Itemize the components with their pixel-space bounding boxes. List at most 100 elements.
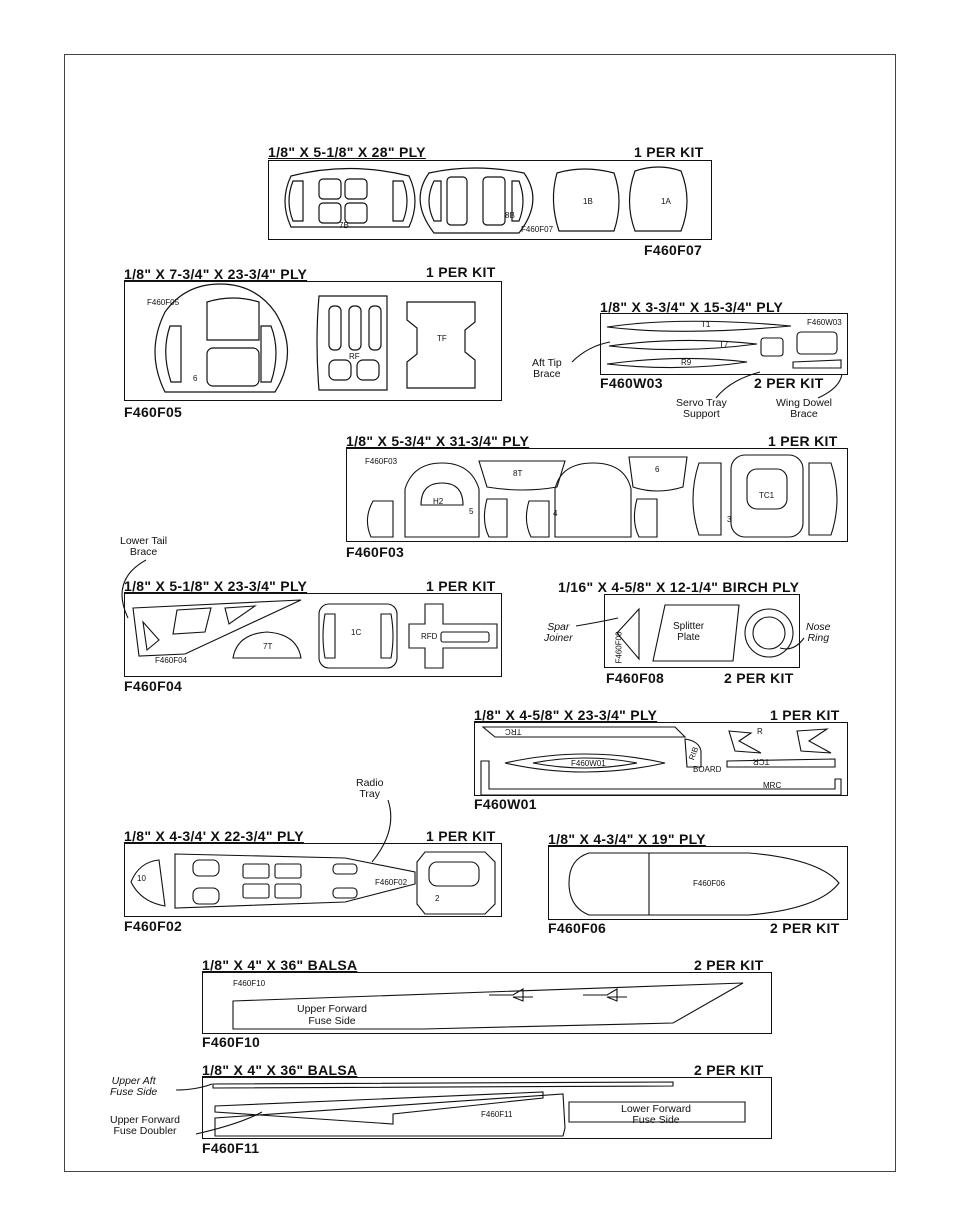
note-aft-tip-brace: Aft Tip Brace xyxy=(532,357,562,380)
part-lower-forward-fuse-side-label: Lower Forward Fuse Side xyxy=(621,1103,692,1126)
sheet-f11: F460F11 Lower Forward Fuse Side xyxy=(202,1077,772,1139)
part-t1-label: T1 xyxy=(701,320,711,329)
sheet-f02-spec: 1/8" X 4-3/4' X 22-3/4" PLY xyxy=(124,828,304,844)
part-board-label: BOARD xyxy=(693,765,722,774)
sheet-f11-qty: 2 PER KIT xyxy=(694,1062,764,1078)
part-tc1-label: TC1 xyxy=(759,491,775,500)
sheet-f05-parts xyxy=(125,282,503,402)
note-lower-tail-brace: Lower Tail Brace xyxy=(120,535,168,558)
sheet-w01-code: F460W01 xyxy=(474,796,537,812)
leader-doubler xyxy=(196,1112,262,1134)
leader-lower-tail xyxy=(122,560,146,618)
leader-upper-aft xyxy=(176,1084,212,1090)
sheet-f10-spec: 1/8" X 4" X 36" BALSA xyxy=(202,957,358,973)
part-t7-label: T7 xyxy=(719,340,729,349)
part-4-label: 4 xyxy=(553,509,558,518)
part-3-label: 3 xyxy=(727,515,732,524)
sheet-f04-parts xyxy=(125,594,503,678)
sheet-f04-spec: 1/8" X 5-1/8" X 23-3/4" PLY xyxy=(124,578,308,594)
part-8b-label: 8B xyxy=(505,211,515,220)
note-servo-tray-support: Servo Tray Support xyxy=(676,397,727,420)
sheet-f02-code: F460F02 xyxy=(124,918,183,934)
sheet-w03-code: F460W03 xyxy=(600,375,663,391)
leader-servo xyxy=(716,372,760,398)
sheet-w03-print: F460W03 xyxy=(807,318,842,327)
leader-radio xyxy=(372,800,391,862)
part-2-label: 2 xyxy=(435,894,440,903)
sheet-w03-spec: 1/8" X 3-3/4" X 15-3/4" PLY xyxy=(600,299,784,315)
sheet-f11-code: F460F11 xyxy=(202,1140,260,1156)
sheet-w01: TRC F460W01 RIB BOARD TCR MRC R xyxy=(474,722,848,796)
sheet-w01-parts xyxy=(475,723,849,797)
part-5-label: 5 xyxy=(469,507,474,516)
leader-spar xyxy=(576,618,618,626)
sheet-f06-spec: 1/8" X 4-3/4" X 19" PLY xyxy=(548,831,706,847)
sheet-f07-print: F460F07 xyxy=(521,225,554,234)
sheet-f10-print: F460F10 xyxy=(233,979,266,988)
sheet-f04: F460F04 7T 1C RFD xyxy=(124,593,502,677)
sheet-f10-qty: 2 PER KIT xyxy=(694,957,764,973)
sheet-f05-spec: 1/8" X 7-3/4" X 23-3/4" PLY xyxy=(124,266,308,282)
sheet-f03-parts xyxy=(347,449,849,543)
part-6-label: 6 xyxy=(193,374,198,383)
part-splitter-plate-label: Splitter Plate xyxy=(673,621,705,643)
sheet-f03: F460F03 H2 5 8T 4 6 TC1 3 xyxy=(346,448,848,542)
part-rf-label: RF xyxy=(349,352,360,361)
sheet-f07: 7B 8B 1B 1A F460F07 xyxy=(268,160,712,240)
drawing-frame xyxy=(64,54,896,1172)
leader-aft-tip xyxy=(572,342,610,362)
part-7t-label: 7T xyxy=(263,642,273,651)
note-radio-tray: Radio Tray xyxy=(356,777,384,800)
leader-nose xyxy=(780,638,804,649)
sheet-f05: F460F05 6 RF TF xyxy=(124,281,502,401)
sheet-f03-code: F460F03 xyxy=(346,544,405,560)
sheet-f11-parts xyxy=(203,1078,773,1140)
sheet-f06-print: F460F06 xyxy=(693,879,726,888)
note-nose-ring: Nose Ring xyxy=(806,621,831,644)
sheet-f07-code: F460F07 xyxy=(644,242,703,258)
part-8t-label: 8T xyxy=(513,469,523,478)
sheet-f11-spec: 1/8" X 4" X 36" BALSA xyxy=(202,1062,358,1078)
note-wing-dowel-brace: Wing Dowel Brace xyxy=(776,397,833,420)
sheet-f08-qty: 2 PER KIT xyxy=(724,670,794,686)
sheet-w01-spec: 1/8" X 4-5/8" X 23-3/4" PLY xyxy=(474,707,658,723)
sheet-f07-parts xyxy=(269,161,713,241)
part-h2-label: H2 xyxy=(433,497,444,506)
sheet-f04-print: F460F04 xyxy=(155,656,188,665)
sheet-f07-spec: 1/8" X 5-1/8" X 28" PLY xyxy=(268,144,426,160)
part-r-label: R xyxy=(757,727,763,736)
sheet-f02-qty: 1 PER KIT xyxy=(426,828,496,844)
note-spar-joiner: Spar Joiner xyxy=(544,621,573,644)
part-6b-label: 6 xyxy=(655,465,660,474)
sheet-f10-parts xyxy=(203,973,773,1035)
sheet-w03-parts xyxy=(601,314,849,376)
sheet-f04-code: F460F04 xyxy=(124,678,183,694)
part-tf-label: TF xyxy=(437,334,447,343)
sheet-f04-qty: 1 PER KIT xyxy=(426,578,496,594)
sheet-f10-code: F460F10 xyxy=(202,1034,261,1050)
leader-dowel xyxy=(818,374,842,398)
note-upper-aft-fuse-side: Upper Aft Fuse Side xyxy=(110,1075,158,1098)
sheet-f06-qty: 2 PER KIT xyxy=(770,920,840,936)
sheet-w03: T1 T7 R9 F460W03 xyxy=(600,313,848,375)
sheet-w01-print: F460W01 xyxy=(571,759,606,768)
sheet-f02-print: F460F02 xyxy=(375,878,408,887)
sheet-f10: F460F10 Upper Forward Fuse Side xyxy=(202,972,772,1034)
sheet-f05-print: F460F05 xyxy=(147,298,180,307)
part-1c-label: 1C xyxy=(351,628,362,637)
sheet-f08-code: F460F08 xyxy=(606,670,665,686)
sheet-f03-spec: 1/8" X 5-3/4" X 31-3/4" PLY xyxy=(346,433,530,449)
sheet-f07-qty: 1 PER KIT xyxy=(634,144,704,160)
sheet-f06: F460F06 xyxy=(548,846,848,920)
part-rfd-label: RFD xyxy=(421,632,438,641)
part-1b-label: 1B xyxy=(583,197,593,206)
sheet-f03-qty: 1 PER KIT xyxy=(768,433,838,449)
sheet-f02: 10 F460F02 2 xyxy=(124,843,502,917)
sheet-f06-parts xyxy=(549,847,849,921)
part-10-label: 10 xyxy=(137,874,146,883)
sheet-f08: Splitter Plate F460F08 xyxy=(604,594,800,668)
sheet-f05-qty: 1 PER KIT xyxy=(426,264,496,280)
part-1a-label: 1A xyxy=(661,197,671,206)
sheet-f05-code: F460F05 xyxy=(124,404,183,420)
